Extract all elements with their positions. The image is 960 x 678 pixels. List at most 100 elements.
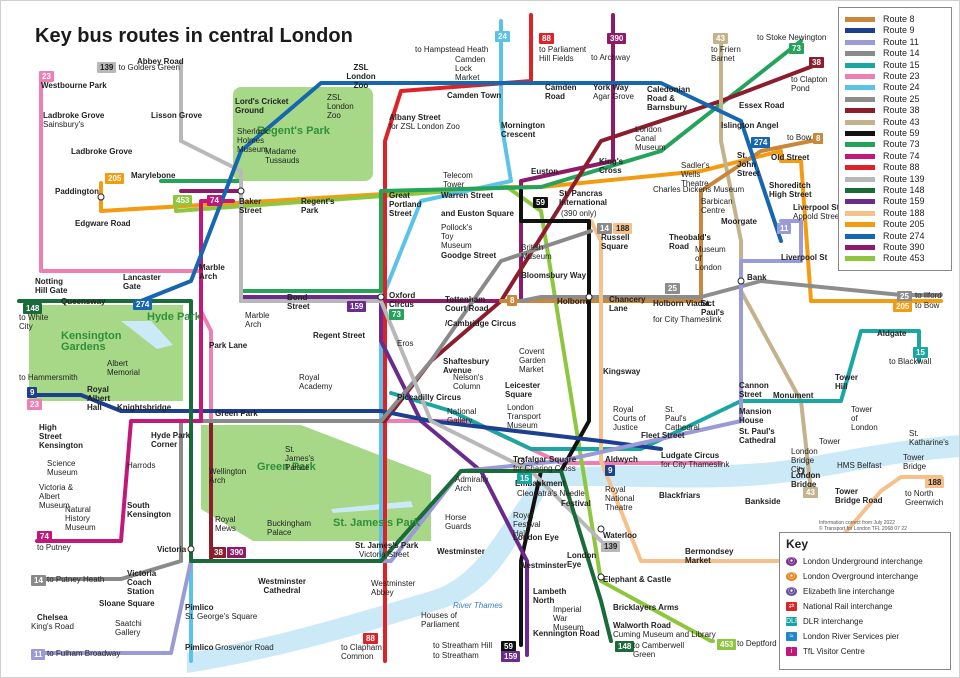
stop-oxford-circus[interactable]: Oxford Circus [389,291,416,309]
terminus-clapham-common[interactable]: to Clapham Common [341,643,382,661]
stop-marker-waterloo[interactable] [597,525,605,533]
stop-aldgate[interactable]: Aldgate [877,329,907,338]
terminus-golders-green[interactable]: 139 to Golders Green [97,62,180,73]
stop-chancery-lane[interactable]: Chancery Lane [609,295,646,313]
stop-bricklayers-arms[interactable]: Bricklayers Arms [613,603,679,612]
stop-ladbroke-grove-sainsburys[interactable]: Ladbroke Grove [43,111,105,120]
terminus-friern-barnet[interactable]: to Friern Barnet [711,45,741,63]
stop-green-park[interactable]: Green Park [215,409,258,418]
stop-zsl-london-zoo[interactable]: ZSL London Zoo [346,63,376,90]
stop-old-street[interactable]: Old Street [771,153,810,162]
terminus-putney-heath[interactable]: to Putney Heath [47,575,105,584]
stop-high-street-kensington[interactable]: High Street Kensington [39,423,83,450]
stop-st-pancras[interactable]: St. Pancras International [559,189,608,207]
stop-marble-arch[interactable]: Marble Arch [199,263,225,281]
stop-marker-victoria[interactable] [187,545,195,553]
stop-bloomsbury-way[interactable]: Bloomsbury Way [521,271,587,280]
stop-marker-london-bridge[interactable] [797,467,805,475]
stop-warren-street[interactable]: Warren Street [441,191,494,200]
stop-liverpool-st[interactable]: Liverpool St [781,253,828,262]
terminus-bow-205[interactable]: to Bow [915,301,940,310]
stop-kingsway[interactable]: Kingsway [603,367,641,376]
stop-kennington-road[interactable]: Kennington Road [533,629,600,638]
stop-marker-oxford-circus[interactable] [377,293,385,301]
terminus-deptford[interactable]: to Deptford [737,639,777,648]
stop-moorgate[interactable]: Moorgate [721,217,757,226]
stop-tower-hill[interactable]: Tower Hill [835,373,858,391]
stop-regents-park[interactable]: Regent's Park [301,197,335,215]
terminus-white-city[interactable]: to White City [19,313,49,331]
stop-notting-hill-gate[interactable]: Notting Hill Gate [35,277,68,295]
stop-shoreditch[interactable]: Shoreditch High Street [769,181,812,199]
stop-ladbroke-grove[interactable]: Ladbroke Grove [71,147,133,156]
stop-south-kensington[interactable]: South Kensington [127,501,171,519]
stop-euston[interactable]: Euston [531,167,559,176]
stop-abbey-road[interactable]: Abbey Road [137,57,184,66]
stop-goodge-street[interactable]: Goodge Street [441,251,497,260]
stop-pimlico-st-georges[interactable]: Pimlico [185,603,214,612]
stop-great-portland-street[interactable]: Great Portland Street [389,191,422,218]
stop-westbourne-park[interactable]: Westbourne Park [41,81,107,90]
stop-euston-square[interactable]: and Euston Square [441,209,514,218]
terminus-streatham-hill[interactable]: to Streatham Hill [433,641,493,650]
stop-trafalgar-square[interactable]: Trafalgar Square [513,455,577,464]
terminus-fulham-broadway[interactable]: to Fulham Broadway [47,649,121,658]
stop-holborn-viaduct[interactable]: Holborn Viaduct [653,299,715,308]
stop-lisson-grove[interactable]: Lisson Grove [151,111,203,120]
terminus-hampstead-heath[interactable]: to Hampstead Heath [415,45,488,54]
stop-st-john-street[interactable]: St. John Street [737,151,760,178]
stop-london-bridge[interactable]: London Bridge [791,471,821,489]
stop-walworth-road[interactable]: Walworth Road [613,621,671,630]
terminus-hammersmith[interactable]: to Hammersmith [19,373,78,382]
terminus-north-greenwich[interactable]: to North Greenwich [905,489,944,507]
stop-st-pauls-cathedral[interactable]: St. Paul's Cathedral [739,427,776,445]
stop-piccadilly-circus[interactable]: Piccadilly Circus [397,393,462,402]
stop-london-eye[interactable]: London Eye [567,551,597,569]
stop-tottenham-court-road[interactable]: Tottenham Court Road [445,295,489,313]
terminus-camberwell[interactable]: to Camberwell Green [633,641,685,659]
stop-marker-trafalgar-square[interactable] [517,457,525,465]
terminus-clapton-pond[interactable]: to Clapton Pond [791,75,828,93]
stop-bermondsey-market[interactable]: Bermondsey Market [685,547,734,565]
stop-edgware-road[interactable]: Edgware Road [75,219,131,228]
stop-liverpool-st-appold[interactable]: Liverpool St [793,203,840,212]
stop-camden-road[interactable]: Camden Road [545,83,577,101]
stop-waterloo[interactable]: Waterloo [603,531,637,540]
stop-shaftesbury-avenue[interactable]: Shaftesbury Avenue [443,357,490,375]
stop-york-way[interactable]: York Way [593,83,629,92]
stop-bank[interactable]: Bank [747,273,767,282]
stop-st-pauls[interactable]: St. Paul's [701,299,725,317]
stop-queensway[interactable]: Queensway [61,297,106,306]
stop-mornington-crescent[interactable]: Mornington Crescent [501,121,545,139]
stop-caledonian-road[interactable]: Caledonian Road & Barnsbury [647,85,691,112]
terminus-ilford[interactable]: to Ilford [915,291,942,300]
stop-royal-albert-hall[interactable]: Royal Albert Hall [87,385,111,412]
stop-cannon-street[interactable]: Cannon Street [739,381,769,399]
stop-chelsea[interactable]: Chelsea [37,613,68,622]
terminus-stoke-newington[interactable]: to Stoke Newington [757,33,827,42]
stop-marker-holborn[interactable] [585,293,593,301]
stop-marker-bank[interactable] [737,277,745,285]
stop-sloane-square[interactable]: Sloane Square [99,599,155,608]
terminus-streatham[interactable]: to Streatham [433,651,479,660]
stop-st-james-park[interactable]: St. James's Park [355,541,419,550]
stop-westminster[interactable]: Westminster [437,547,485,556]
stop-westminster-cathedral[interactable]: Westminster Cathedral [258,577,306,595]
stop-marker-paddington[interactable] [97,193,105,201]
stop-lancaster-gate[interactable]: Lancaster Gate [123,273,161,291]
stop-pimlico-grosvenor[interactable]: Pimlico [185,643,214,652]
stop-aldwych[interactable]: Aldwych [605,455,638,464]
stop-kings-cross[interactable]: King's Cross [599,157,624,175]
stop-baker-street[interactable]: Baker Street [239,197,262,215]
stop-marker-elephant-castle[interactable] [597,573,605,581]
stop-elephant-castle[interactable]: Elephant & Castle [603,575,672,584]
stop-marylebone[interactable]: Marylebone [131,171,176,180]
terminus-archway[interactable]: to Archway [591,53,631,62]
stop-cambridge-circus[interactable]: /Cambridge Circus [445,319,517,328]
stop-victoria[interactable]: Victoria [157,545,187,554]
stop-bond-street[interactable]: Bond Street [287,293,310,311]
terminus-parliament-hill[interactable]: to Parliament Hill Fields [539,45,587,63]
stop-ludgate-circus[interactable]: Ludgate Circus [661,451,720,460]
stop-monument[interactable]: Monument [773,391,814,400]
stop-lambeth-north[interactable]: Lambeth North [533,587,567,605]
